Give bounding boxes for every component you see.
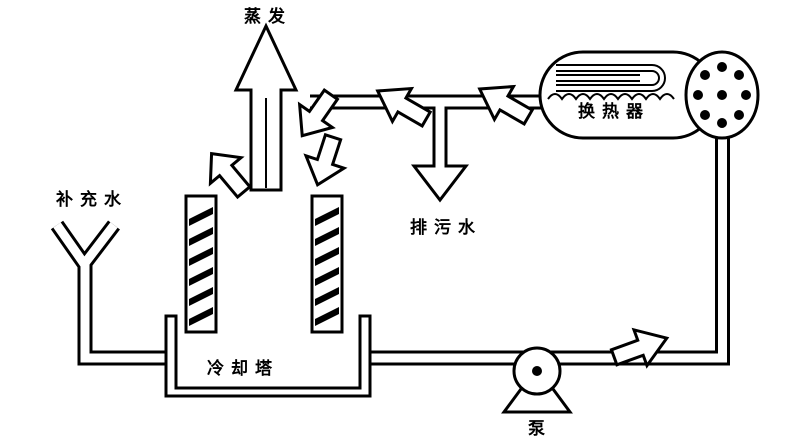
cooling-tower-label: 冷却塔: [207, 358, 279, 379]
louver-slat: [189, 247, 213, 266]
tower-inlet-arrow-lower: [303, 132, 348, 188]
tube-dot: [741, 90, 751, 100]
pump: [501, 346, 573, 414]
evaporation-label: 蒸发: [244, 6, 292, 27]
louver-slat: [315, 307, 339, 326]
tube-dot: [700, 110, 710, 120]
tube-dot: [734, 70, 744, 80]
tube-dot: [717, 118, 727, 128]
tube-dot: [700, 70, 710, 80]
evaporation-arrow: [233, 22, 299, 192]
flow-arrow-right: [609, 327, 670, 369]
louver-slat: [189, 267, 213, 286]
pump-shaft-dot: [532, 366, 542, 376]
flow-arrows: [208, 84, 670, 369]
tower-exhaust-arrow: [208, 151, 252, 200]
louver-slat: [189, 207, 213, 226]
louver-slat: [315, 207, 339, 226]
tube-dot: [693, 90, 703, 100]
heat-exchanger-label: 换热器: [578, 101, 650, 122]
louver-slat: [315, 247, 339, 266]
louver-slat: [189, 227, 213, 246]
cooling-tower-columns: [184, 194, 344, 334]
labels: 蒸发 补充水 排污水 换热器 冷却塔 泵: [55, 6, 650, 439]
makeup-water-label: 补充水: [55, 189, 128, 210]
cooling-tower-basin: [164, 314, 372, 398]
blowdown-label: 排污水: [410, 217, 482, 238]
pump-label: 泵: [528, 419, 545, 439]
flow-arrow-left-2: [477, 84, 535, 126]
blowdown-arrowhead: [410, 164, 470, 203]
tower-inlet-arrow-upper: [297, 88, 340, 138]
louver-slat: [315, 267, 339, 286]
louver-slat: [189, 307, 213, 326]
tube-dot: [717, 90, 727, 100]
louver-slat: [315, 287, 339, 306]
basin-wall: [164, 314, 372, 398]
water-line: [547, 93, 675, 101]
louver-slat: [189, 287, 213, 306]
heat-exchanger: [538, 50, 760, 140]
pipes: [50, 94, 730, 366]
tube-dot: [717, 62, 727, 72]
flow-arrow-left-1: [375, 86, 433, 128]
louver-slat: [315, 227, 339, 246]
tube-dot: [734, 110, 744, 120]
